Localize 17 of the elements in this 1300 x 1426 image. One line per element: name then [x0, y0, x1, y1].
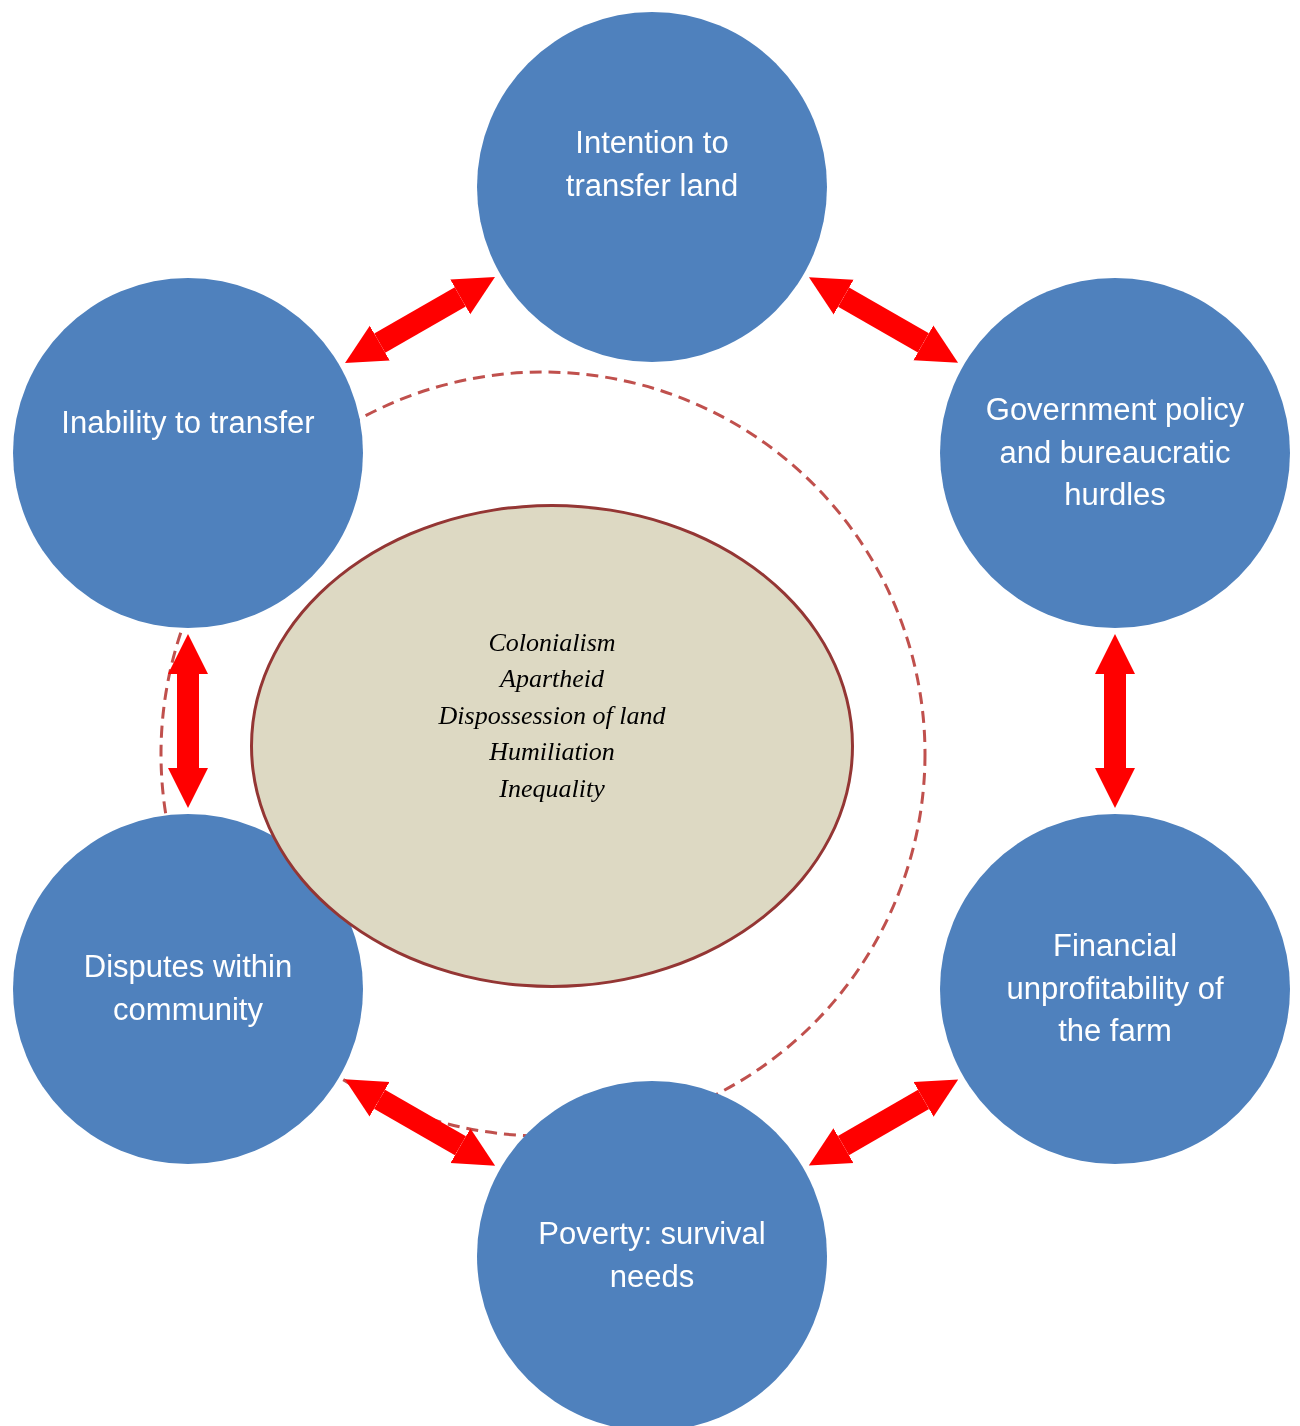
ellipse-text-line: Humiliation: [489, 736, 615, 769]
double-arrow: [344, 1079, 496, 1166]
node-label: Financial unprofitability of the farm: [1005, 926, 1225, 1051]
ellipse-text-line: Dispossession of land: [438, 699, 666, 732]
ellipse-text-line: Inequality: [499, 772, 605, 805]
node-label: Poverty: survival needs: [537, 1215, 767, 1296]
double-arrow: [1095, 634, 1135, 808]
node-label: Inability to transfer: [61, 403, 315, 442]
ellipse-text-line: Colonialism: [488, 627, 616, 659]
double-arrow: [168, 634, 208, 808]
node-label: Intention to transfer land: [564, 124, 740, 205]
double-arrow: [345, 277, 495, 363]
double-arrow: [808, 1079, 959, 1166]
node-label: Disputes within community: [82, 948, 294, 1029]
double-arrow: [808, 277, 959, 363]
node-label: Government policy and bureaucratic hurdles: [985, 390, 1245, 515]
ellipse-text-line: Apartheid: [500, 663, 604, 696]
